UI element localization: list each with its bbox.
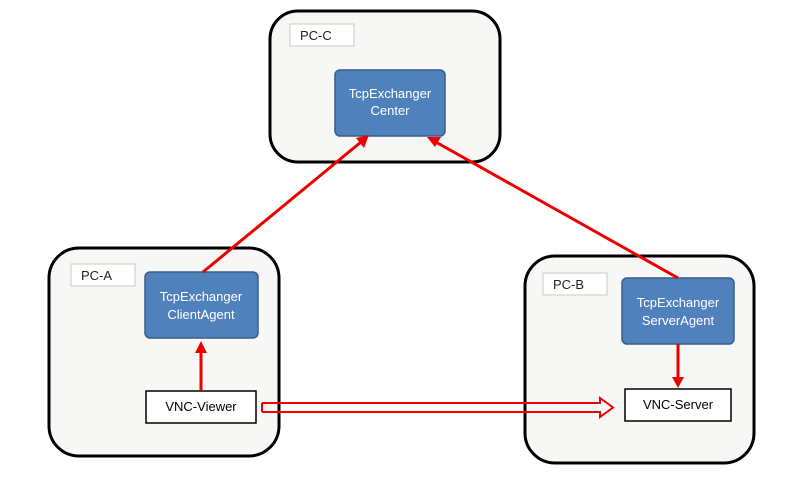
pc-c-node: PC-C TcpExchanger Center (268, 9, 502, 164)
arrow-clientagent-to-center (202, 135, 369, 274)
tcpexchanger-clientagent-box (144, 271, 259, 339)
tcpexchanger-clientagent-line2: ClientAgent (167, 307, 235, 322)
tcpexchanger-center-line1: TcpExchanger (349, 86, 432, 101)
arrow-vncviewer-to-vncserver (261, 396, 615, 419)
arrow-serveragent-to-vncserver (672, 344, 684, 388)
pc-a-label-box (70, 263, 136, 287)
pc-b-node: PC-B TcpExchanger ServerAgent VNC-Server (523, 254, 756, 465)
arrow-serveragent-to-center (427, 137, 679, 280)
tcpexchanger-serveragent-box (621, 277, 735, 345)
tcpexchanger-center-box (334, 69, 446, 137)
tcpexchanger-serveragent-line2: ServerAgent (642, 313, 715, 328)
tcpexchanger-serveragent-line1: TcpExchanger (637, 295, 720, 310)
pc-b-label-box (542, 272, 608, 296)
vnc-viewer-box (145, 390, 257, 424)
pc-c-label-box (289, 23, 355, 47)
tcpexchanger-clientagent-line1: TcpExchanger (160, 289, 243, 304)
vnc-viewer-label: VNC-Viewer (165, 399, 237, 414)
pc-c-label: PC-C (300, 28, 332, 43)
arrow-vncviewer-to-clientagent (195, 341, 207, 391)
pc-b-label: PC-B (553, 277, 584, 292)
vnc-server-box (624, 388, 732, 422)
vnc-server-label: VNC-Server (643, 397, 714, 412)
tcpexchanger-center-line2: Center (370, 103, 410, 118)
pc-a-label: PC-A (81, 268, 112, 283)
pc-a-node: PC-A TcpExchanger ClientAgent VNC-Viewer (47, 246, 281, 458)
